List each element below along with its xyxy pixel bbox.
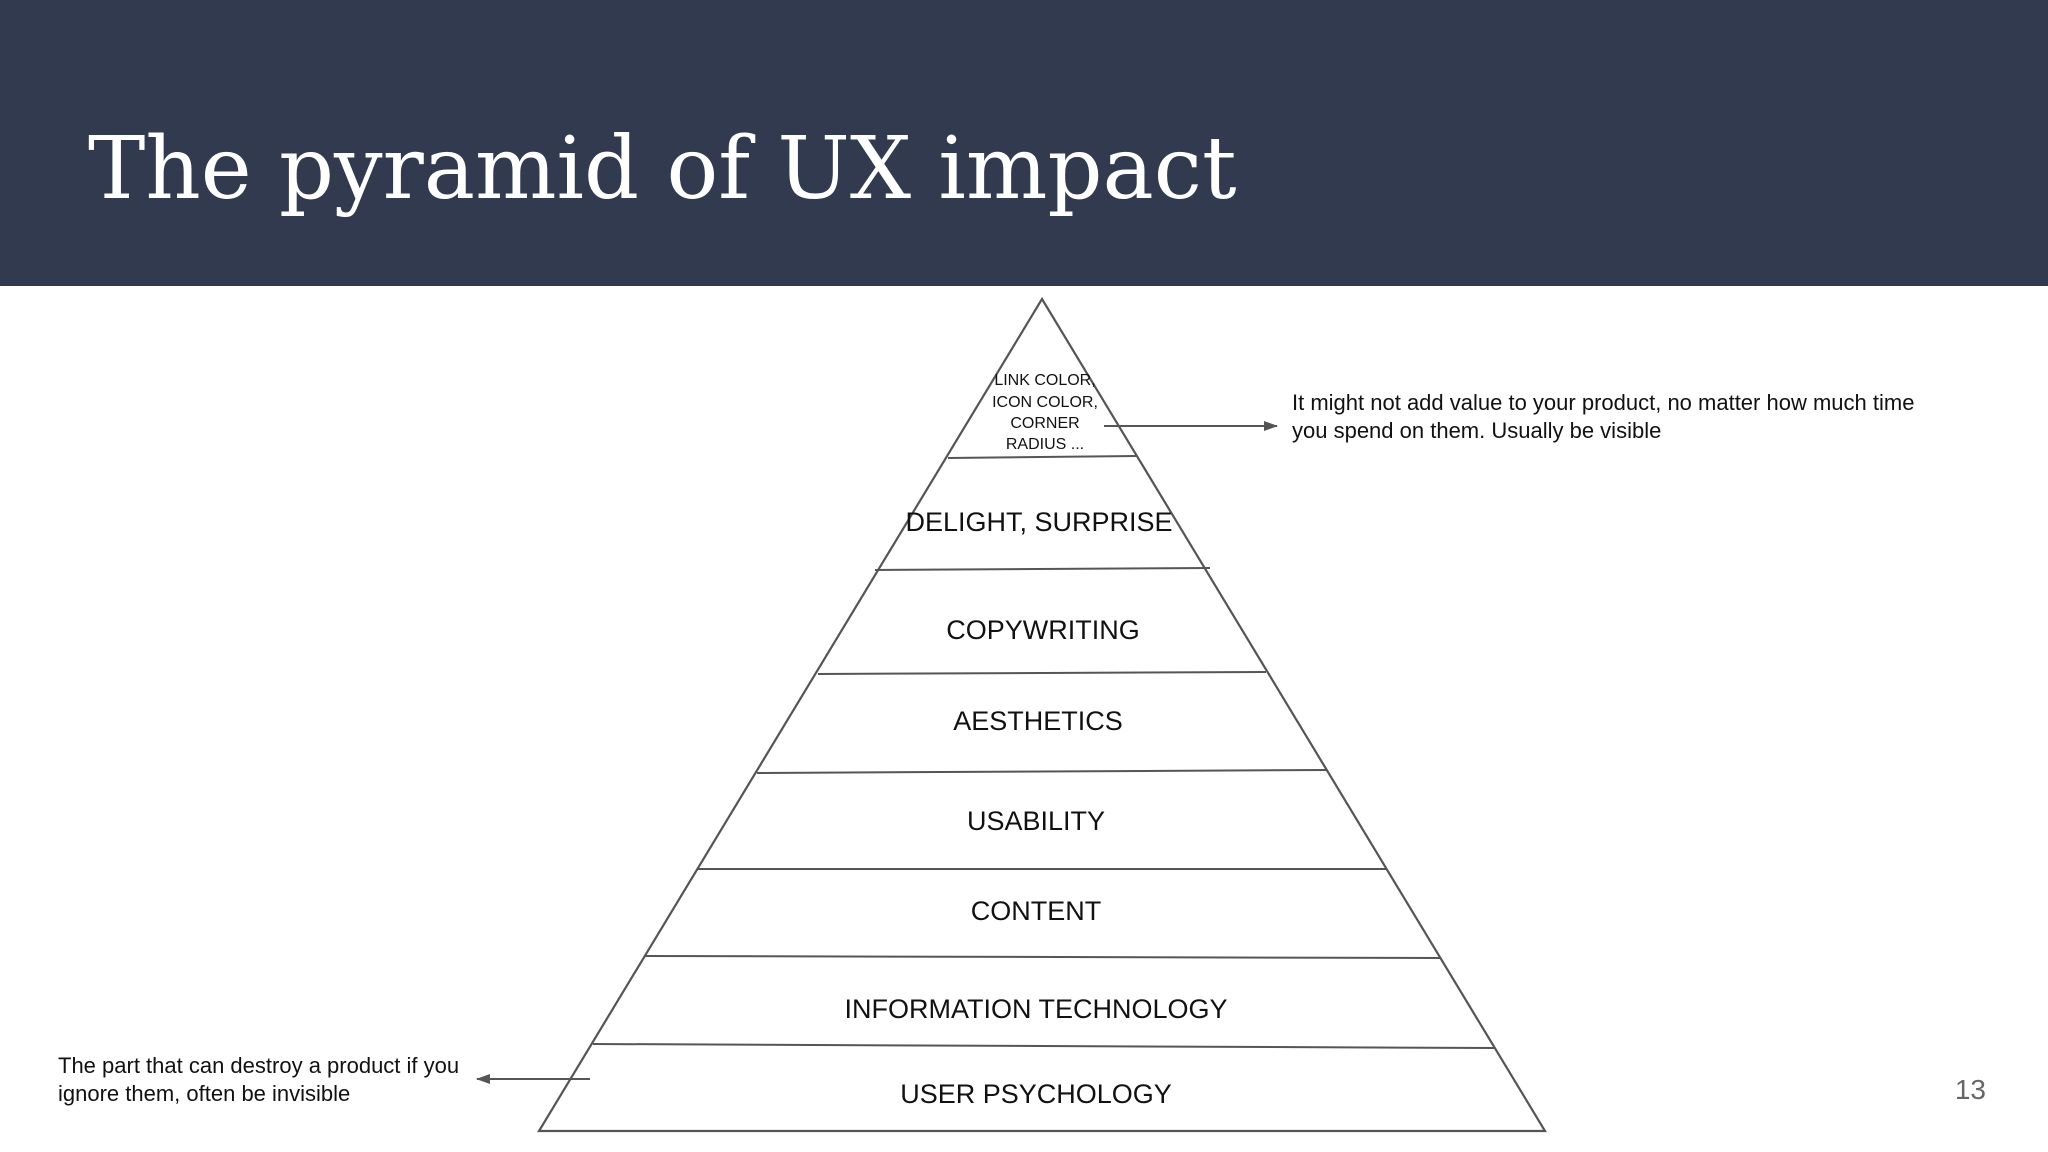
top-layer-note: It might not add value to your product, … <box>1292 390 1915 443</box>
page-number: 13 <box>1954 1074 1986 1105</box>
layer-divider <box>756 769 1328 774</box>
apex-label-line: RADIUS ... <box>1006 436 1084 453</box>
bottom-layer-note: The part that can destroy a product if y… <box>58 1053 460 1106</box>
layer-label-aesthetics: AESTHETICS <box>953 706 1123 736</box>
layer-divider <box>592 1043 1495 1049</box>
layer-label-copywriting: COPYWRITING <box>946 615 1140 645</box>
layer-label-information-technology: INFORMATION TECHNOLOGY <box>844 994 1227 1024</box>
layer-divider <box>644 955 1441 959</box>
layer-label-user-psychology: USER PSYCHOLOGY <box>900 1079 1172 1109</box>
layer-label-content: CONTENT <box>971 896 1102 926</box>
apex-label-line: ICON COLOR, <box>992 394 1098 411</box>
layer-divider <box>874 567 1211 571</box>
layer-divider <box>817 671 1267 675</box>
slide-title: The pyramid of UX impact <box>88 119 1237 219</box>
apex-label-line: CORNER <box>1010 415 1079 432</box>
pyramid-outline <box>537 296 1547 1133</box>
layer-divider <box>947 455 1138 459</box>
layer-label-delight: DELIGHT, SURPRISE <box>905 507 1172 537</box>
layer-label-usability: USABILITY <box>967 806 1105 836</box>
apex-label-line: LINK COLOR, <box>994 372 1095 389</box>
title-bar <box>0 0 2048 286</box>
